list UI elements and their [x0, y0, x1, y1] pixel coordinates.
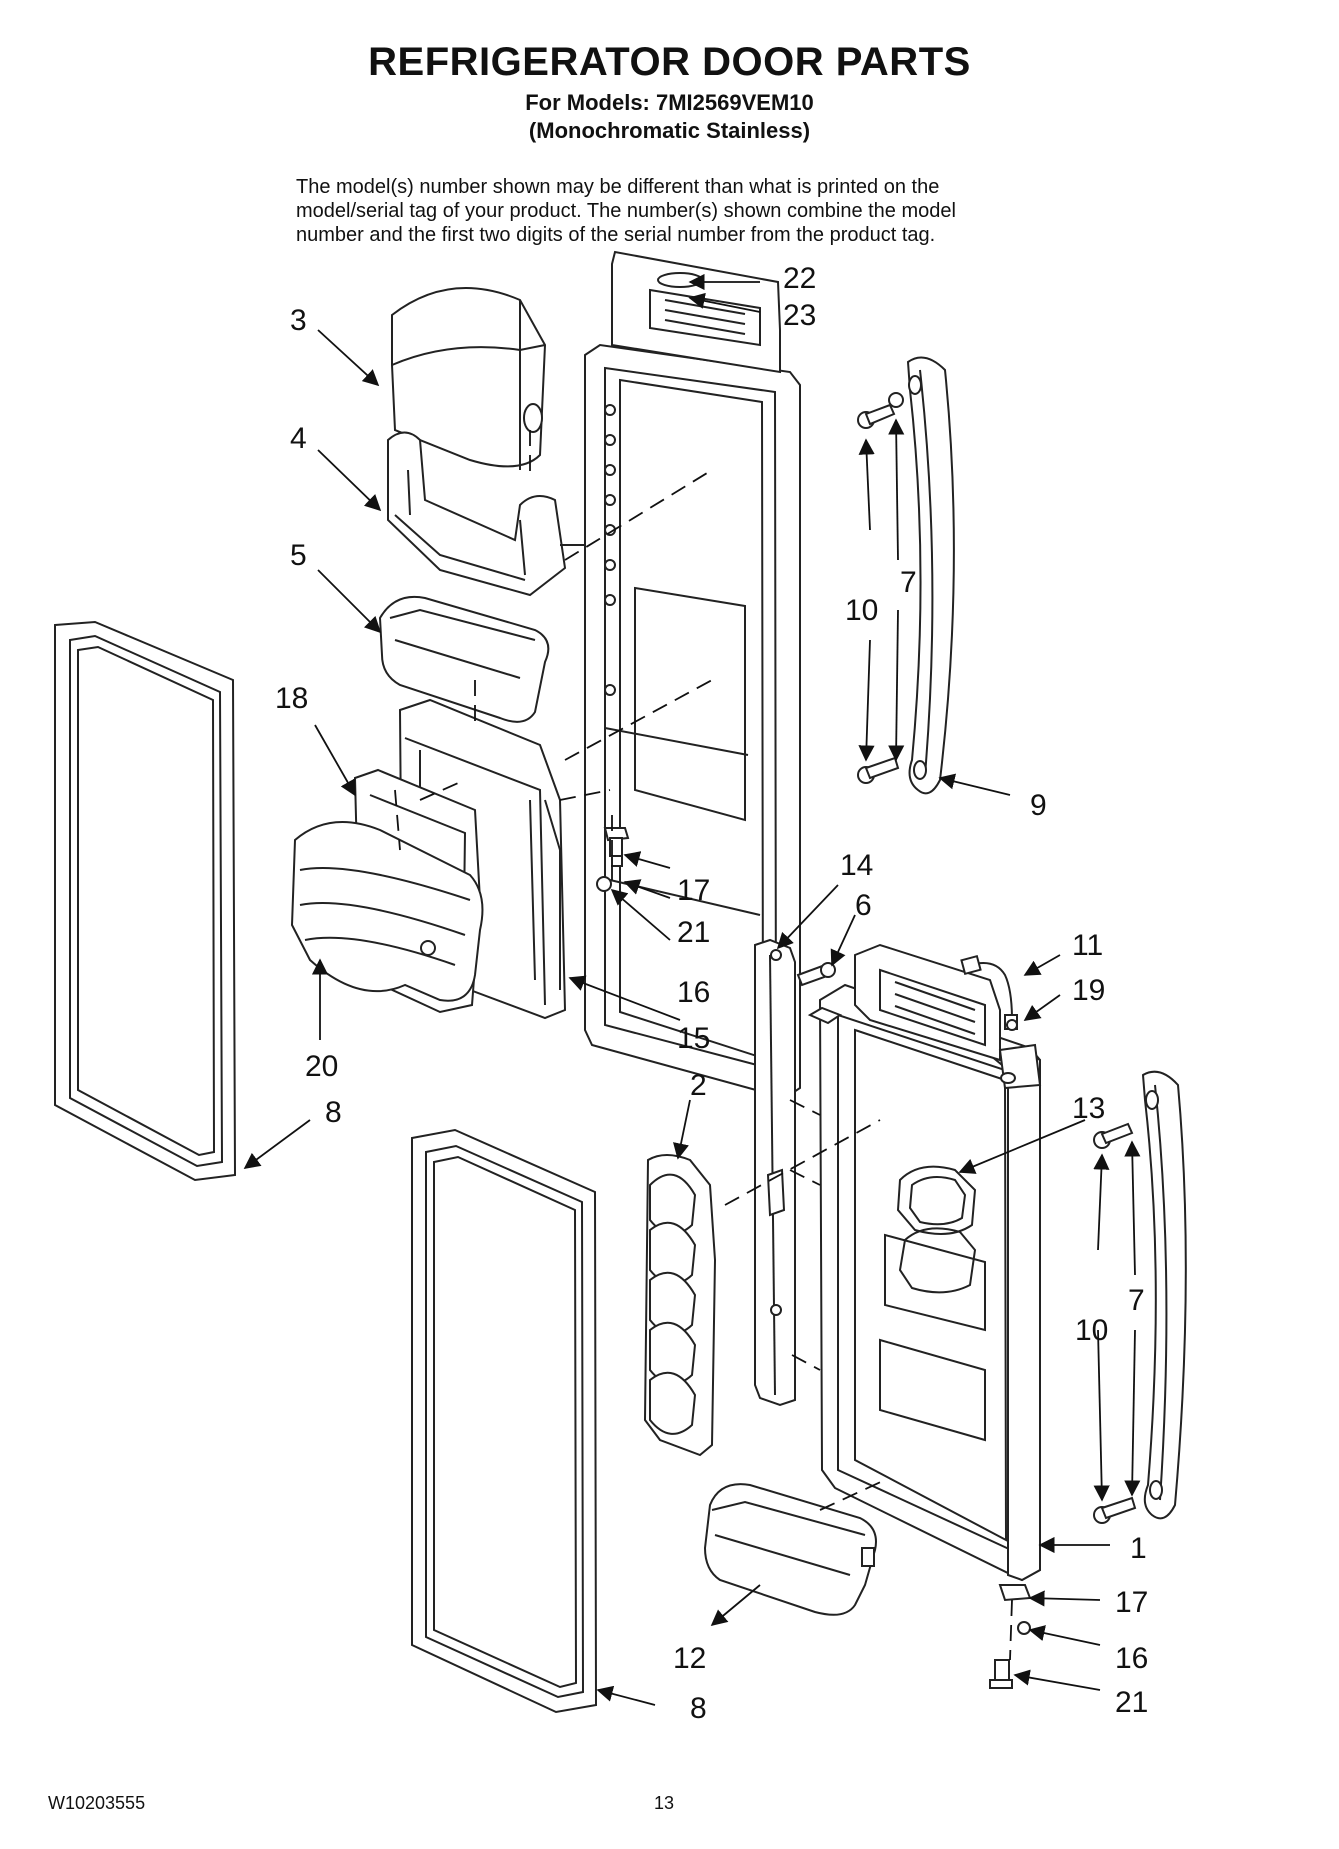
shelf-bin: [378, 596, 550, 723]
door-bin-lower: [703, 1483, 877, 1616]
door-handle-lower: [1141, 1070, 1187, 1520]
callout-21a: 21: [677, 916, 710, 949]
callout-22: 22: [783, 262, 816, 295]
note-line-1: The model(s) number shown may be differe…: [296, 176, 940, 198]
lower-door-liner: [807, 943, 1042, 1582]
callout-17b: 17: [1115, 1586, 1148, 1619]
upper-door-liner: [584, 250, 801, 1100]
door-gasket-lower: [411, 1128, 598, 1714]
callout-7a: 7: [900, 566, 917, 599]
callout-8a: 8: [325, 1096, 342, 1129]
note-line-2: model/serial tag of your product. The nu…: [296, 200, 956, 222]
document-number: W10203555: [48, 1793, 146, 1813]
callout-labels: 3 4 5 18 20 8 22 23 7 10 9 17 21 16 15 1…: [275, 262, 1148, 1725]
hardware-fasteners: [596, 392, 1137, 1689]
model-number-note: The model(s) number shown may be differe…: [296, 175, 1096, 247]
callout-21b: 21: [1115, 1686, 1148, 1719]
models-line: For Models: 7MI2569VEM10: [525, 90, 814, 115]
callout-6: 6: [855, 889, 872, 922]
callout-15: 15: [677, 1022, 710, 1055]
page-title: REFRIGERATOR DOOR PARTS: [368, 40, 971, 84]
callout-10b: 10: [1075, 1314, 1108, 1347]
callout-2: 2: [690, 1069, 707, 1102]
callout-23: 23: [783, 299, 816, 332]
door-handle-upper: [906, 356, 955, 795]
callout-18: 18: [275, 682, 308, 715]
callout-3: 3: [290, 304, 307, 337]
callout-1: 1: [1130, 1532, 1147, 1565]
door-shelf-rack: [643, 1154, 717, 1457]
callout-20: 20: [305, 1050, 338, 1083]
callout-9: 9: [1030, 789, 1047, 822]
hinge-channel: [754, 938, 796, 1407]
callout-10a: 10: [845, 594, 878, 627]
dispenser-cover: [290, 821, 484, 1002]
callout-11: 11: [1072, 929, 1103, 962]
callout-5: 5: [290, 539, 307, 572]
door-gasket-left: [54, 620, 237, 1182]
door-bin-upper: [387, 431, 585, 597]
callout-7b: 7: [1128, 1284, 1145, 1317]
callout-17a: 17: [677, 874, 710, 907]
callout-13: 13: [1072, 1092, 1105, 1125]
note-line-3: number and the first two digits of the s…: [296, 224, 936, 246]
dispenser-seal: [896, 1165, 977, 1294]
callout-12: 12: [673, 1642, 706, 1675]
callout-14: 14: [840, 849, 873, 882]
assembly-lines: [394, 430, 1013, 1661]
callout-4: 4: [290, 422, 307, 455]
leader-lines: [243, 273, 1141, 1706]
callout-16a: 16: [677, 976, 710, 1009]
page-number: 13: [654, 1793, 675, 1813]
variant-line: (Monochromatic Stainless): [528, 118, 811, 143]
callout-16b: 16: [1115, 1642, 1148, 1675]
bin-cover: [391, 287, 547, 470]
callout-8b: 8: [690, 1692, 707, 1725]
callout-19: 19: [1072, 974, 1105, 1007]
